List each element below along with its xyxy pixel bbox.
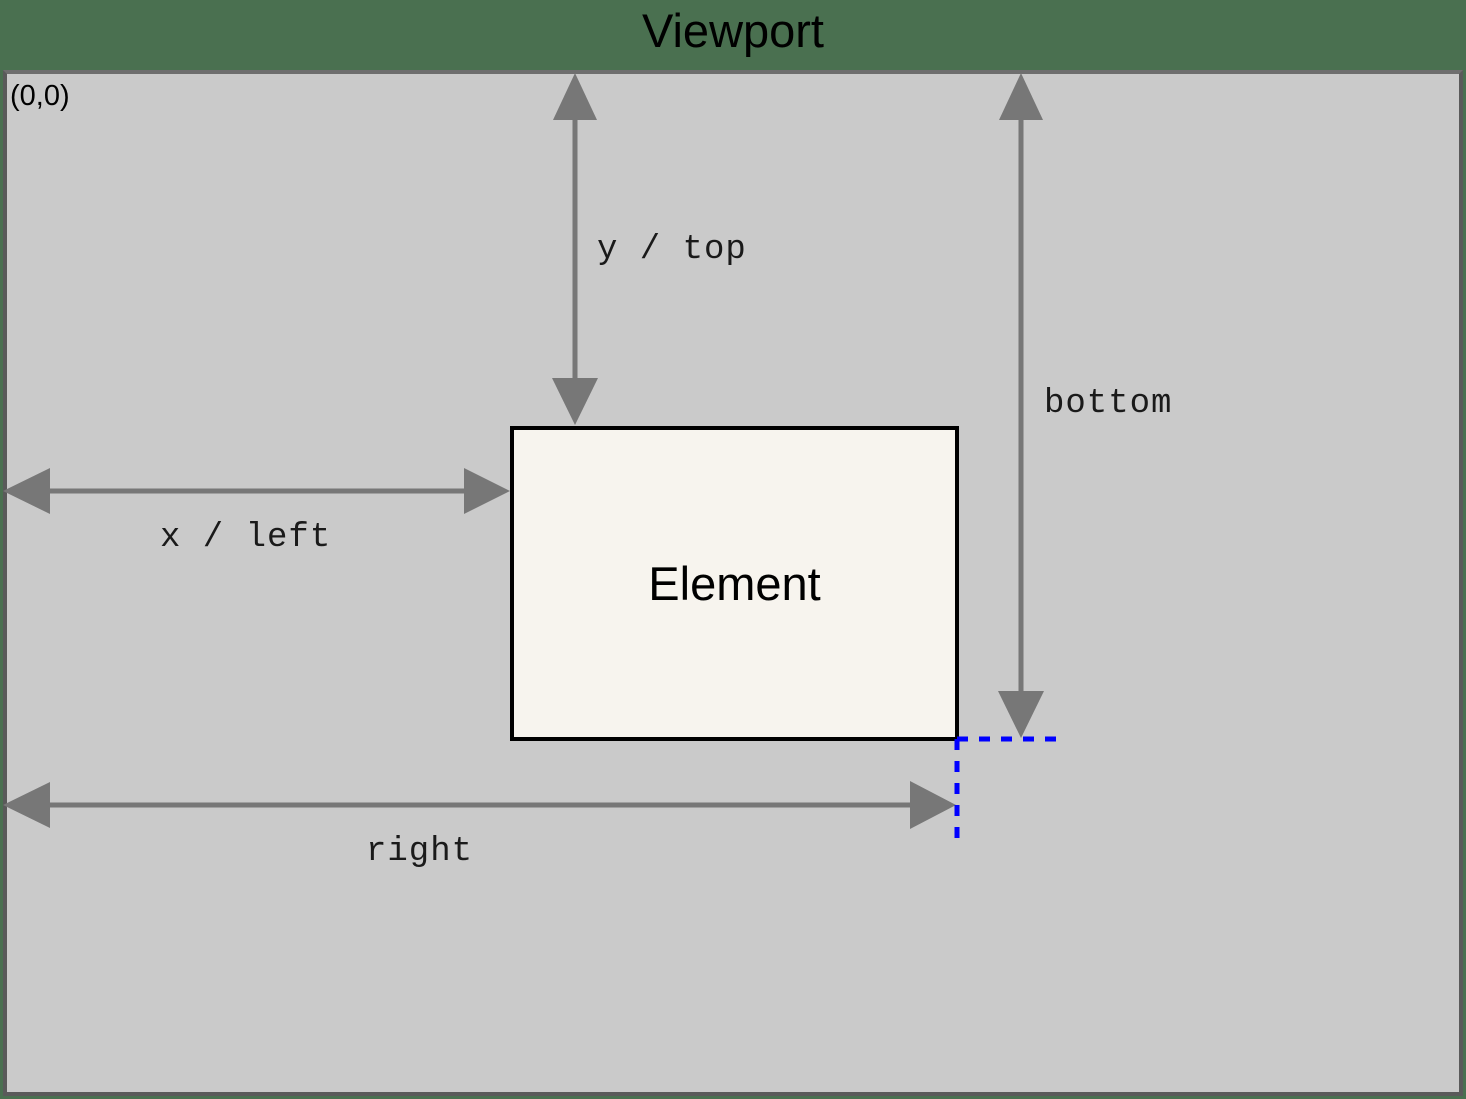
element-rectangle: Element (510, 426, 959, 741)
origin-coordinate-label: (0,0) (10, 80, 70, 112)
measurement-label-y-top: y / top (597, 231, 747, 269)
header-bar: Viewport (0, 0, 1466, 70)
measurement-label-bottom: bottom (1044, 385, 1173, 423)
measurement-label-right: right (366, 833, 474, 871)
element-label: Element (648, 557, 821, 610)
page-title: Viewport (641, 4, 824, 57)
measurement-label-x-left: x / left (160, 519, 332, 557)
